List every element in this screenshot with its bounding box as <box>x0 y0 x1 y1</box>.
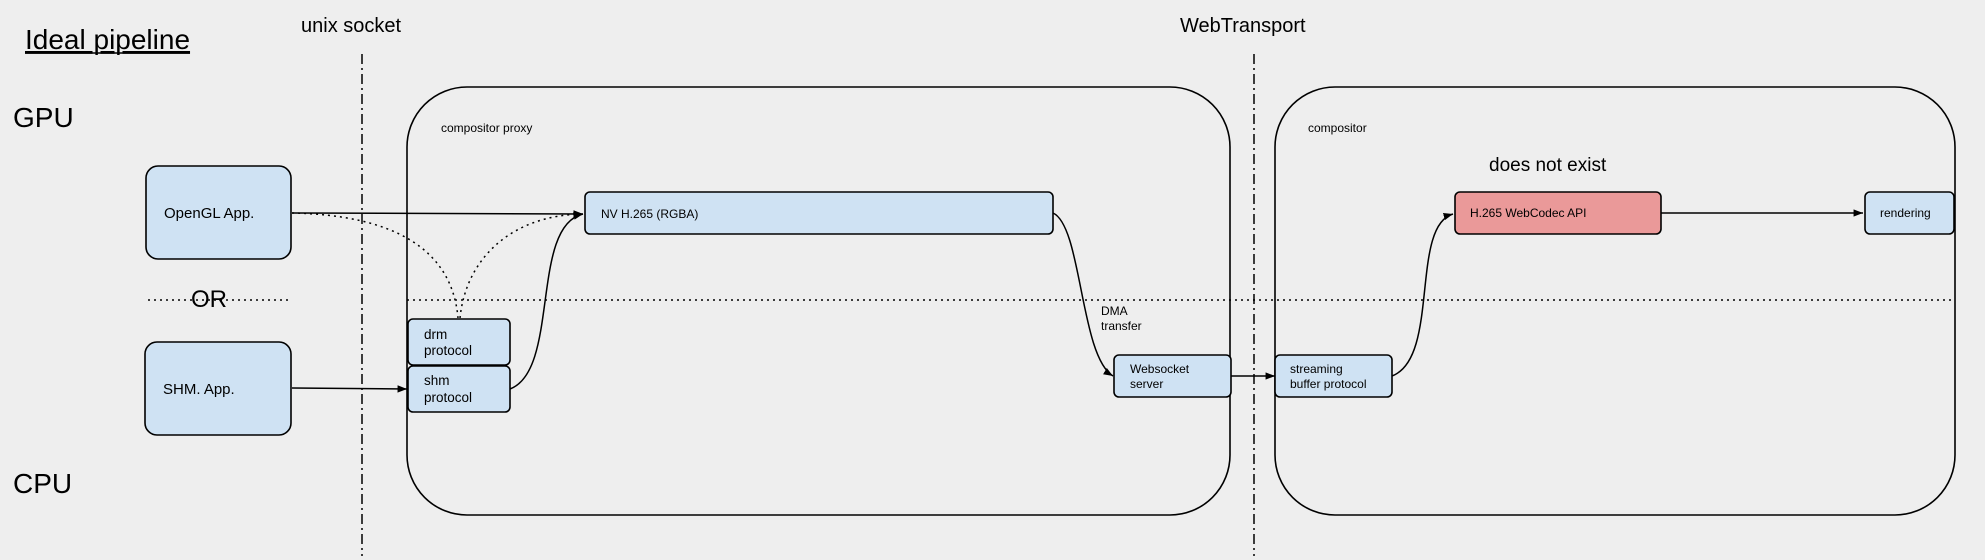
opengl-app-node: OpenGL App. <box>145 165 292 260</box>
websocket-server-line-2: server <box>1130 377 1163 391</box>
dma-transfer-annotation: DMA transfer <box>1101 304 1142 333</box>
websocket-server-line-1: Websocket <box>1130 362 1190 376</box>
compositor-proxy-container <box>406 86 1231 516</box>
opengl-app-label: OpenGL App. <box>164 205 254 222</box>
compositor-label: compositor <box>1308 121 1367 135</box>
streaming-buffer-protocol-line-2: buffer protocol <box>1290 377 1367 391</box>
edge-shm-protocol-to-nv <box>509 212 584 390</box>
edge-shm-app-to-shm-protocol <box>291 385 408 393</box>
diagram-title: Ideal pipeline <box>25 24 190 55</box>
edge-streaming-to-webcodec <box>1391 213 1454 377</box>
cpu-row-label: CPU <box>13 468 72 499</box>
drm-protocol-line-1: drm <box>424 327 447 342</box>
edge-nv-to-websocket <box>1052 212 1114 377</box>
h265-webcodec-api-label: H.265 WebCodec API <box>1470 206 1587 220</box>
compositor-proxy-label: compositor proxy <box>441 121 532 135</box>
edge-opengl-to-drm-dotted <box>291 212 459 319</box>
streaming-buffer-protocol-line-1: streaming <box>1290 362 1343 376</box>
shm-protocol-node: shm protocol <box>407 365 511 413</box>
drm-protocol-line-2: protocol <box>424 343 472 358</box>
rendering-node: rendering <box>1864 191 1955 235</box>
shm-app-node: SHM. App. <box>144 341 292 436</box>
shm-protocol-line-2: protocol <box>424 390 472 405</box>
shm-app-label: SHM. App. <box>163 381 235 398</box>
dma-transfer-line-2: transfer <box>1101 319 1142 333</box>
drm-protocol-node: drm protocol <box>407 318 511 366</box>
svg-text:drm protocol: drm protocol <box>424 327 472 358</box>
shm-protocol-line-1: shm <box>424 373 450 388</box>
nv-h265-label: NV H.265 (RGBA) <box>601 207 698 221</box>
edge-opengl-to-nv <box>291 210 584 218</box>
edge-drm-to-nv-dotted <box>459 210 584 319</box>
dma-transfer-line-1: DMA <box>1101 304 1128 318</box>
websocket-server-node: Websocket server <box>1113 354 1232 398</box>
nv-h265-node: NV H.265 (RGBA) <box>584 191 1054 235</box>
gpu-row-label: GPU <box>13 102 74 133</box>
h265-webcodec-api-node: H.265 WebCodec API <box>1454 191 1662 235</box>
unix-socket-label: unix socket <box>301 15 401 37</box>
streaming-buffer-protocol-node: streaming buffer protocol <box>1274 354 1393 398</box>
compositor-container <box>1274 86 1956 516</box>
does-not-exist-annotation: does not exist <box>1489 155 1607 176</box>
svg-text:streaming buffer protoco: streaming buffer protocol <box>1290 362 1367 391</box>
rendering-label: rendering <box>1880 206 1931 220</box>
or-label: OR <box>191 286 227 313</box>
svg-text:Websocket server: Websocket server <box>1130 362 1192 391</box>
svg-text:shm protocol: shm protocol <box>424 373 472 405</box>
webtransport-label: WebTransport <box>1180 15 1306 37</box>
